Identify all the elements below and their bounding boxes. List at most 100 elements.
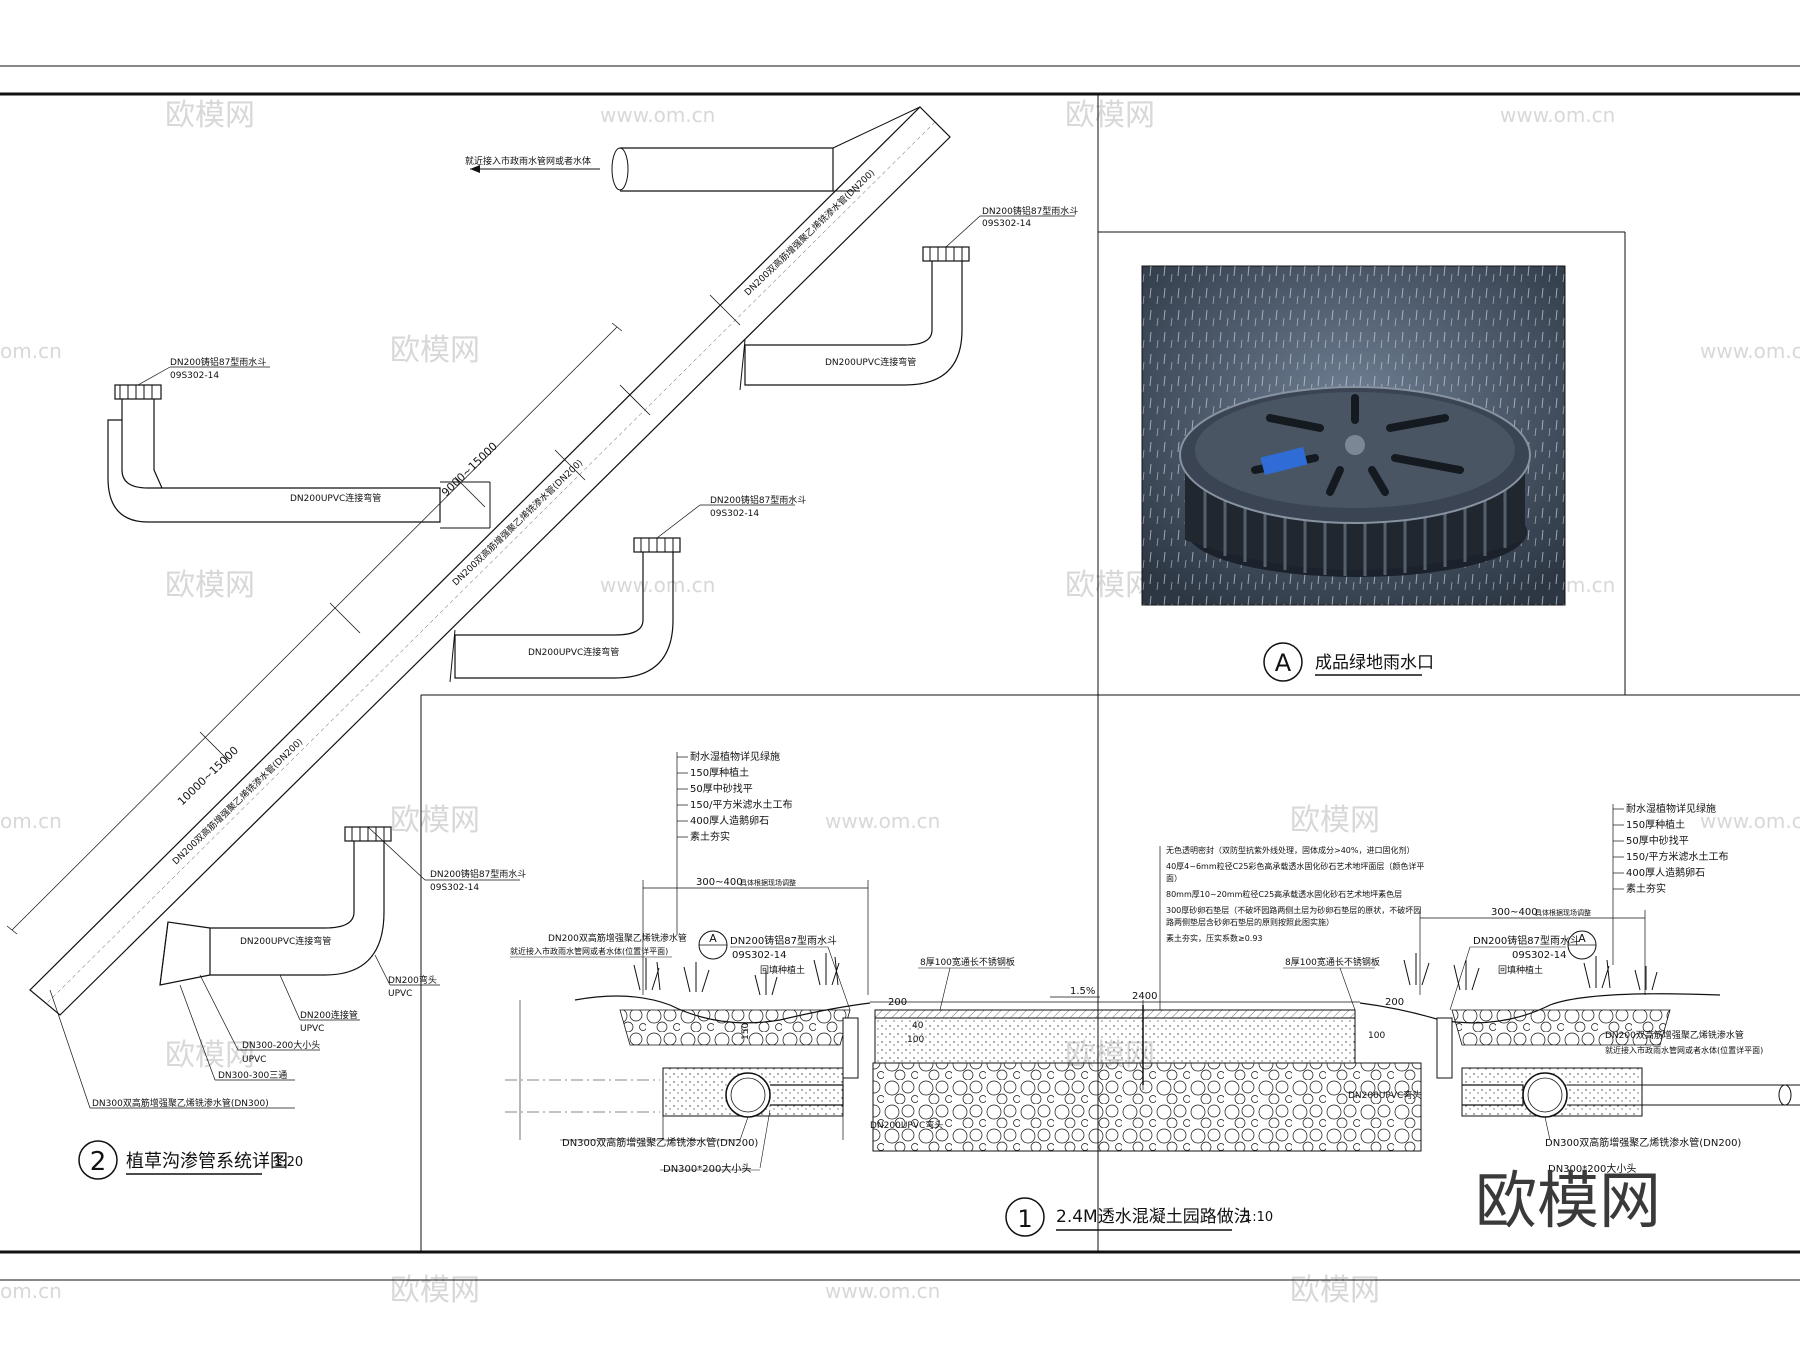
right-layer-6: 素土夯实 — [1626, 882, 1666, 895]
pave-layer-4: 300厚砂卵石垫层（不破坏园路两侧土层为砂卵石垫层的原状，不破坏园 — [1166, 905, 1421, 915]
tee-label: DN200弯头 — [388, 974, 437, 986]
plant-symbols — [633, 953, 1658, 996]
left-layer-6: 素土夯实 — [690, 830, 730, 843]
reducer-right: DN300*200大小头 — [1548, 1162, 1636, 1175]
right-layer-3: 50厚中砂找平 — [1626, 834, 1689, 847]
left-layer-list: 耐水湿植物详见绿施 150厚种植土 50厚中砂找平 150/平方米滤水土工布 4… — [677, 750, 792, 843]
reducer-label: DN300-200大小头 — [242, 1039, 320, 1051]
inlet-label-4: DN200铸铝87型雨水斗 — [430, 868, 526, 880]
watermark-brand: 欧模网 — [390, 803, 480, 838]
dim-40: 40 — [912, 1021, 924, 1031]
detail-2-number: 2 — [90, 1147, 107, 1177]
watermark-site: www.om.cn — [1700, 339, 1800, 363]
watermark-short: om.cn — [0, 1279, 62, 1303]
pipe-right: DN200双高筋增强聚乙烯铣渗水管 — [1605, 1029, 1744, 1041]
watermark-brand: 欧模网 — [390, 1273, 480, 1308]
pave-layer-3: 80mm厚10~20mm粒径C25高承载透水固化砂石艺术地坪素色层 — [1166, 889, 1402, 899]
watermark-brand: 欧模网 — [1290, 803, 1380, 838]
detail-A-photo-block: A 成品绿地雨水口 — [1141, 265, 1566, 682]
detail-1-scale: 1:10 — [1244, 1210, 1273, 1225]
detail-1-number-circle — [1005, 1197, 1045, 1237]
detail-A-number-circle — [1263, 642, 1303, 682]
pave-layer-1: 无色透明密封（双防型抗紫外线处理，固体成分>40%，进口固化剂） — [1166, 845, 1414, 855]
right-layer-5: 400厚人造鹅卵石 — [1626, 866, 1705, 879]
pave-layer-2b: 面） — [1166, 874, 1182, 883]
connector-material: UPVC — [300, 1024, 324, 1034]
detail-2-scale: 1:20 — [274, 1155, 303, 1170]
right-layer-1: 耐水湿植物详见绿施 — [1626, 802, 1716, 815]
detail-2-title: 植草沟渗管系统详图 — [126, 1151, 288, 1172]
backfill-left: 回填种植土 — [760, 964, 805, 976]
watermark-brand: 欧模网 — [1065, 568, 1155, 603]
width-left-note: 具体根据现场调整 — [740, 878, 796, 887]
width-left: 300~400 — [696, 877, 743, 888]
pipe-label-upper: DN200双高筋增强聚乙烯铣渗水管(DN200) — [742, 167, 877, 298]
detail-1-title: 2.4M透水混凝土园路做法 — [1056, 1207, 1251, 1227]
edge-200-right: 200 — [1385, 997, 1404, 1008]
pave-layer-2: 40厚4~6mm粒径C25彩色高承载透水固化砂石艺术地坪面层（颜色详平 — [1166, 861, 1424, 871]
ref-mark-left: A — [709, 932, 717, 945]
watermark-brand: 欧模网 — [165, 568, 255, 603]
slope: 1.5% — [1070, 986, 1095, 997]
right-layer-2: 150厚种植土 — [1626, 818, 1685, 831]
inlet-code-1: 09S302-14 — [170, 371, 219, 381]
edge-200-left: 200 — [888, 997, 907, 1008]
inlet-code-3: 09S302-14 — [710, 509, 759, 519]
inlet-right: DN200铸铝87型雨水斗 — [1473, 934, 1580, 947]
reducer-material: UPVC — [242, 1055, 266, 1065]
detail-2-number-circle — [78, 1140, 118, 1180]
right-layer-4: 150/平方米滤水土工布 — [1626, 850, 1728, 863]
inlet-label-2: DN200铸铝87型雨水斗 — [982, 205, 1078, 217]
left-layer-5: 400厚人造鹅卵石 — [690, 814, 769, 827]
watermark-short: om.cn — [0, 339, 62, 363]
brand-watermark-large: 欧模网 — [1475, 1164, 1661, 1237]
inlet-code-2: 09S302-14 — [982, 219, 1031, 229]
pipe-right-note: 就近接入市政雨水管网或者水体(位置详平面) — [1605, 1045, 1763, 1055]
dim-100-right: 100 — [1368, 1031, 1385, 1041]
inlet-left: DN200铸铝87型雨水斗 — [730, 934, 837, 947]
branch-inlet-4: DN200UPVC连接弯管 DN200铸铝87型雨水斗 09S302-14 — [159, 826, 526, 986]
tee-material: UPVC — [388, 989, 412, 999]
connector-label: DN200连接管 — [300, 1009, 358, 1021]
inlet-label-3: DN200铸铝87型雨水斗 — [710, 494, 806, 506]
inlet-left-code: 09S302-14 — [732, 950, 787, 961]
sheet-frame — [0, 65, 1800, 1281]
branch-label-4: DN200UPVC连接弯管 — [240, 935, 331, 947]
right-layer-list: 耐水湿植物详见绿施 150厚种植土 50厚中砂找平 150/平方米滤水土工布 4… — [1613, 802, 1728, 895]
dim-lower: 10000~15000 — [175, 744, 241, 808]
inlet-right-code: 09S302-14 — [1512, 950, 1567, 961]
dim-100: 100 — [907, 1035, 924, 1045]
pave-layer-4b: 路两侧垫层含砂卵石垫层的原则按照此图实施） — [1166, 917, 1334, 927]
dn300-right: DN300双高筋增强聚乙烯铣渗水管(DN200) — [1545, 1136, 1741, 1149]
curb-left: 8厚100宽通长不锈钢板 — [920, 956, 1015, 968]
pipe-left-note: 就近接入市政雨水管网或者水体(位置详平面) — [510, 946, 668, 956]
curb-right: 8厚100宽通长不锈钢板 — [1285, 956, 1380, 968]
rain-grate-photo — [1141, 265, 1566, 606]
inlet-code-4: 09S302-14 — [430, 883, 479, 893]
watermark-brand: 欧模网 — [1290, 1273, 1380, 1308]
dn300-left: DN300双高筋增强聚乙烯铣渗水管(DN200) — [562, 1136, 758, 1149]
width-right-note: 具体根据现场调整 — [1535, 908, 1591, 917]
detail-A-number: A — [1275, 649, 1292, 677]
watermark-site: www.om.cn — [825, 809, 940, 833]
left-layer-2: 150厚种植土 — [690, 766, 749, 779]
dim-150: 150 — [741, 1023, 751, 1040]
watermark-short: om.cn — [0, 809, 62, 833]
watermark-site: www.om.cn — [1500, 103, 1615, 127]
upvc-left: DN200UPVC弯头 — [870, 1119, 943, 1131]
branch-inlet-3: DN200UPVC连接弯管 DN200铸铝87型雨水斗 09S302-14 — [449, 494, 806, 683]
total-width: 2400 — [1132, 991, 1157, 1002]
pave-layer-5: 素土夯实，压实系数≥0.93 — [1166, 933, 1263, 943]
branch-inlet-2: DN200UPVC连接弯管 DN200铸铝87型雨水斗 09S302-14 — [739, 205, 1078, 391]
watermark-brand: 欧模网 — [1065, 98, 1155, 133]
detail-1-section: 300~400 具体根据现场调整 300~400 具体根据现场调整 2400 1… — [505, 750, 1800, 1237]
branch-inlet-1: DN200UPVC连接弯管 DN200铸铝87型雨水斗 09S302-14 — [107, 356, 491, 529]
left-layer-1: 耐水湿植物详见绿施 — [690, 750, 780, 763]
branch-label-1: DN200UPVC连接弯管 — [290, 492, 381, 504]
bottom-pipe-label: DN300双高筋增强聚乙烯铣渗水管(DN300) — [92, 1097, 269, 1109]
main-seepage-pipe — [29, 106, 951, 1016]
outlet-note: 就近接入市政雨水管网或者水体 — [465, 155, 591, 167]
watermark-site: www.om.cn — [825, 1279, 940, 1303]
upvc-right: DN200UPVC弯头 — [1348, 1089, 1421, 1101]
